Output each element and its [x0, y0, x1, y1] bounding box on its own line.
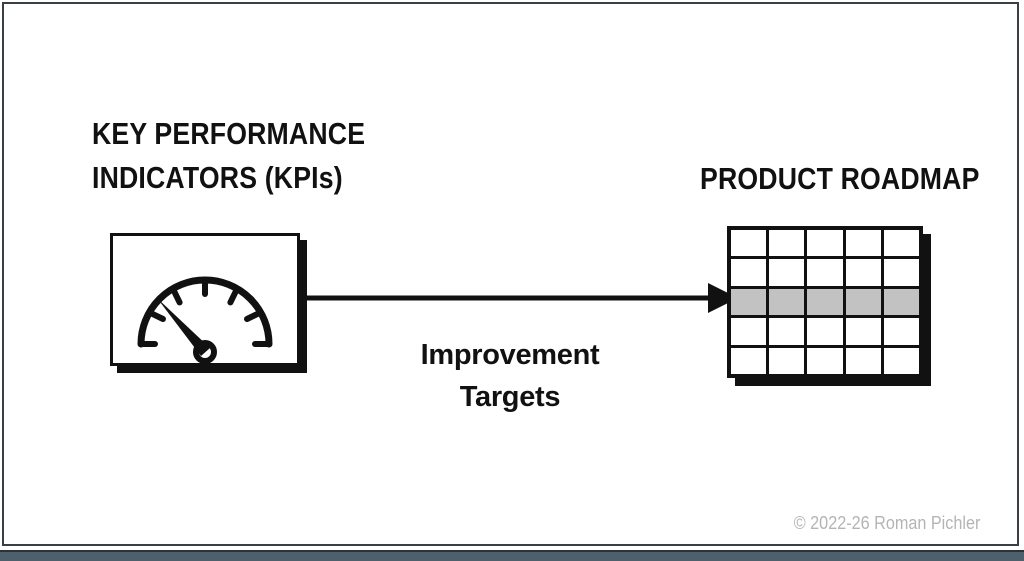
- roadmap-cell-highlighted: [769, 288, 808, 316]
- kpi-title-line-2: INDICATORS (KPIs): [92, 160, 343, 195]
- roadmap-cell: [807, 347, 846, 375]
- roadmap-cell: [883, 318, 920, 345]
- kpi-title-line-1: KEY PERFORMANCE: [92, 116, 366, 151]
- roadmap-cell: [845, 259, 884, 286]
- roadmap-cell: [769, 259, 808, 286]
- roadmap-cell: [883, 230, 920, 257]
- roadmap-cell: [883, 259, 920, 286]
- roadmap-cell: [731, 230, 770, 257]
- roadmap-cell: [769, 347, 808, 375]
- roadmap-cell: [883, 347, 920, 375]
- copyright-notice: © 2022-26 Roman Pichler: [793, 513, 980, 533]
- roadmap-cell: [845, 347, 884, 375]
- roadmap-cell: [731, 318, 770, 345]
- roadmap-title: PRODUCT ROADMAP: [700, 161, 980, 196]
- roadmap-row: [731, 318, 920, 348]
- gauge-icon: [113, 236, 297, 363]
- product-roadmap-grid: [727, 226, 923, 378]
- kpi-title: KEY PERFORMANCE INDICATORS (KPIs): [92, 112, 365, 200]
- roadmap-cell: [769, 230, 808, 257]
- arrow-label: Improvement Targets: [380, 334, 640, 418]
- roadmap-cell: [731, 259, 770, 286]
- bottom-bar: [0, 550, 1024, 561]
- roadmap-cell-highlighted: [731, 288, 770, 316]
- roadmap-cell: [731, 347, 770, 375]
- kpi-gauge-card: [110, 233, 300, 366]
- roadmap-cell: [807, 230, 846, 257]
- roadmap-row: [731, 259, 920, 289]
- roadmap-row-highlighted: [731, 288, 920, 319]
- roadmap-cell: [807, 259, 846, 286]
- roadmap-cell-highlighted: [807, 288, 846, 316]
- roadmap-cell: [845, 318, 884, 345]
- roadmap-cell-highlighted: [883, 288, 920, 316]
- right-arrow-icon: [300, 283, 740, 320]
- roadmap-row: [731, 230, 920, 260]
- arrow-label-line-2: Targets: [459, 381, 561, 413]
- roadmap-row: [731, 347, 920, 375]
- arrow-label-line-1: Improvement: [420, 339, 600, 371]
- roadmap-cell: [769, 318, 808, 345]
- roadmap-cell: [845, 230, 884, 257]
- roadmap-cell-highlighted: [845, 288, 884, 316]
- roadmap-cell: [807, 318, 846, 345]
- improvement-targets-arrow: [300, 280, 740, 316]
